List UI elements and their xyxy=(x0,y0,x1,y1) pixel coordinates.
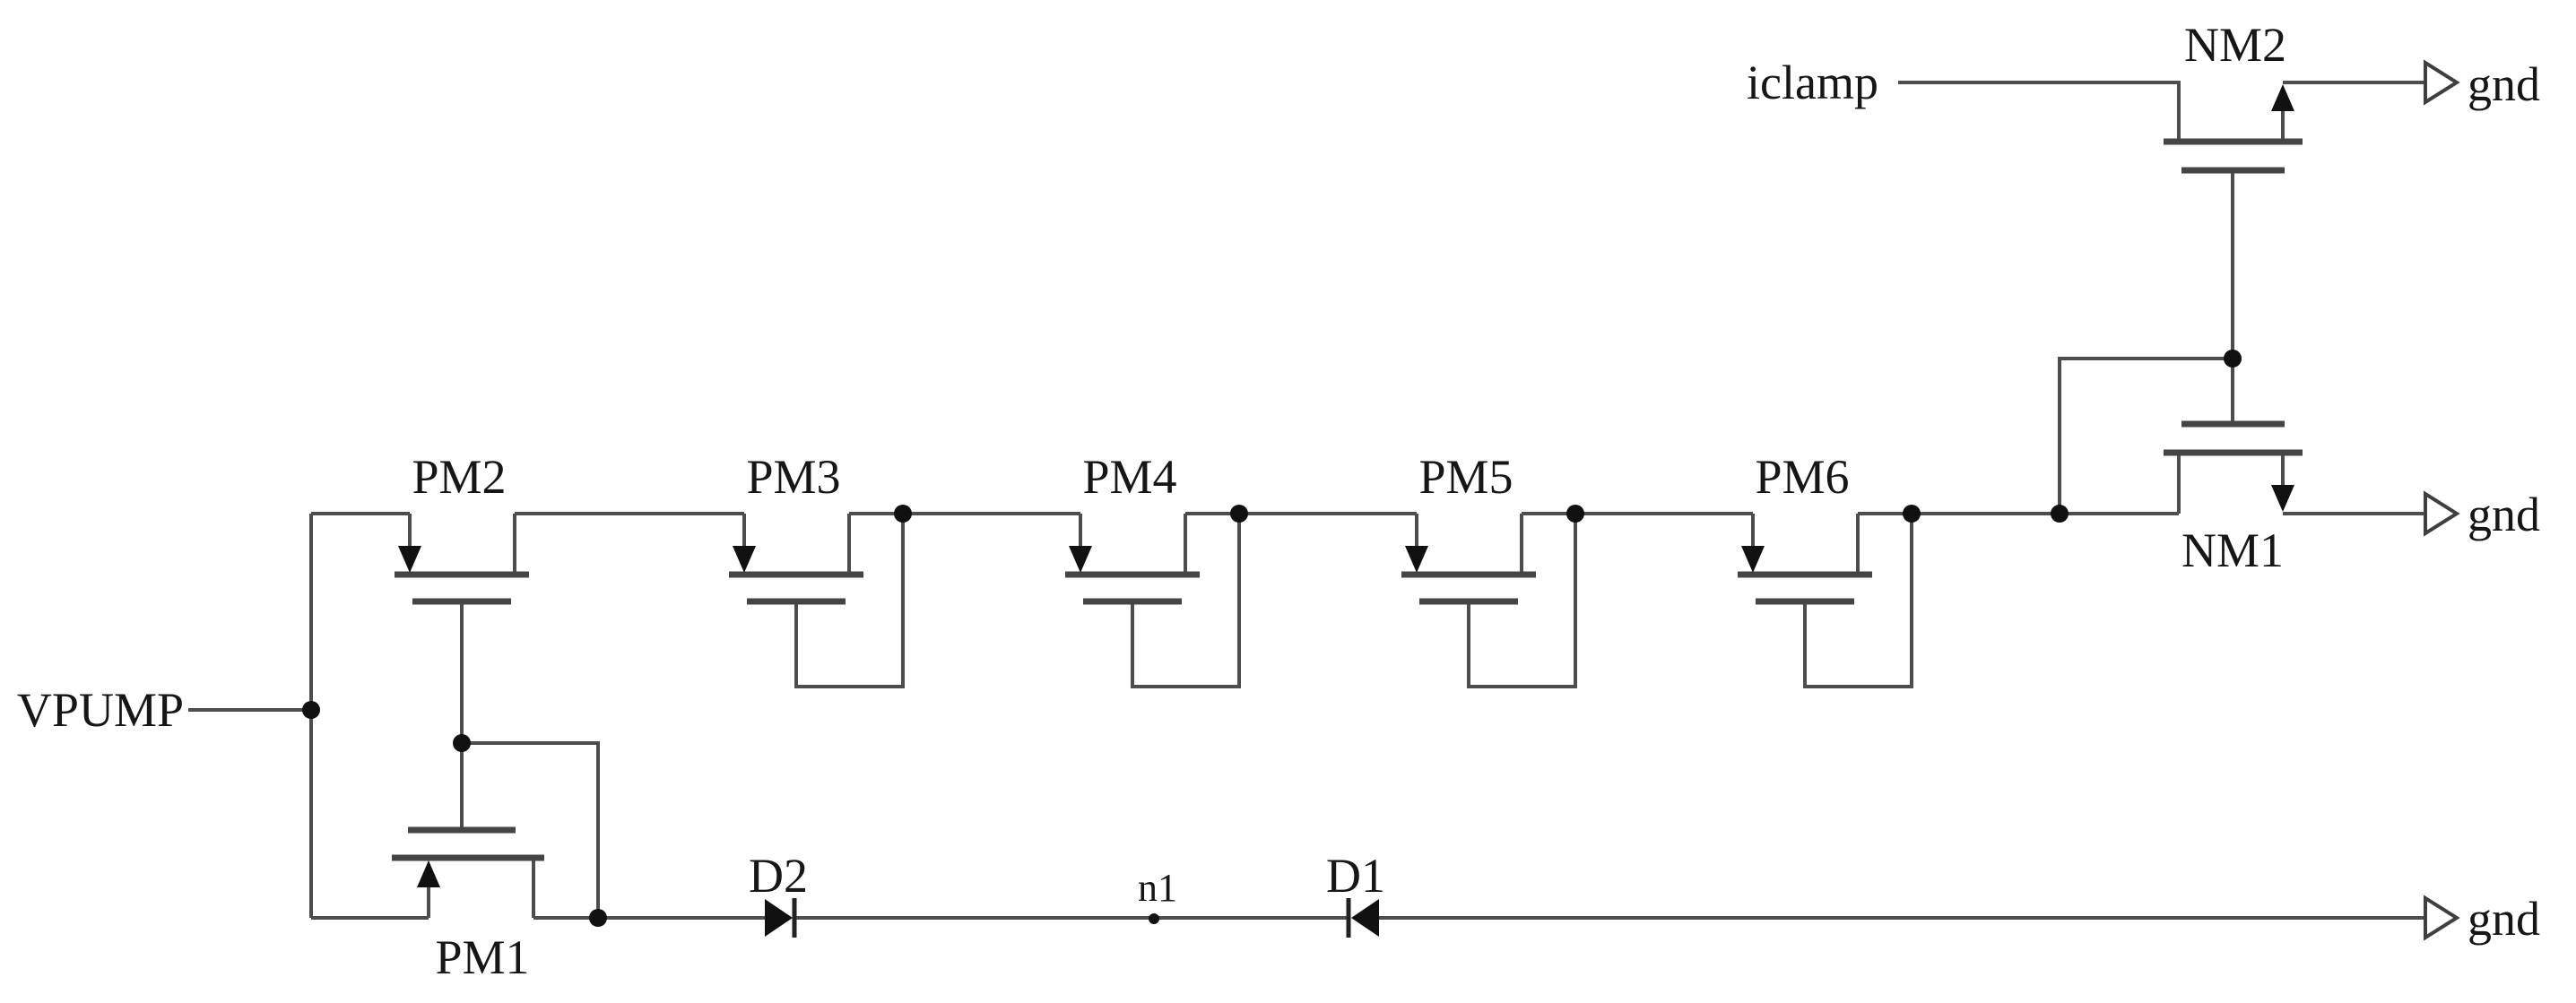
junction-pm2-gate xyxy=(453,734,471,752)
junction-dots xyxy=(302,350,2242,927)
label-pm5: PM5 xyxy=(1418,450,1513,504)
pm5-bars xyxy=(1401,571,1536,605)
label-d1: D1 xyxy=(1326,849,1385,903)
label-pm4: PM4 xyxy=(1082,450,1176,504)
label-pm2: PM2 xyxy=(412,450,506,504)
diode-d1 xyxy=(1346,898,1379,938)
pm1-drain-arrow-up xyxy=(417,860,440,887)
d2-anode-triangle xyxy=(765,899,793,937)
junction-pm5 xyxy=(1566,505,1584,523)
nm1-source-arrow-down xyxy=(2271,485,2294,512)
gnd-triangle-mid xyxy=(2424,490,2460,537)
pm4-drain-arrow-down xyxy=(1069,546,1092,573)
label-n1: n1 xyxy=(1138,866,1177,910)
wires xyxy=(188,81,2425,920)
pm4-bars xyxy=(1065,571,1200,605)
diode-d2 xyxy=(765,898,797,938)
junction-vpump xyxy=(302,701,320,719)
pm1-bars xyxy=(392,826,544,861)
junction-pm4 xyxy=(1230,505,1248,523)
junction-nm2-gate xyxy=(2224,350,2242,367)
pm6-drain-arrow-down xyxy=(1741,546,1765,573)
junction-pm6 xyxy=(1903,505,1921,523)
label-d2: D2 xyxy=(749,849,808,903)
label-gnd-bottom: gnd xyxy=(2468,892,2540,946)
junction-pm3 xyxy=(894,505,912,523)
junction-pm1-source xyxy=(589,909,607,927)
wire-top-rail xyxy=(311,512,2179,688)
junction-nm-rail xyxy=(2051,505,2069,523)
gnd-symbol-mid xyxy=(2424,490,2460,537)
pm6-bars xyxy=(1738,571,1872,605)
label-gnd-top: gnd xyxy=(2468,57,2540,111)
nm1-bars xyxy=(2164,420,2303,456)
mosfet-arrows xyxy=(398,84,2294,887)
label-pm3: PM3 xyxy=(746,450,840,504)
label-pm6: PM6 xyxy=(1755,450,1849,504)
labels: VPUMP iclamp gnd gnd gnd NM2 NM1 PM2 PM3… xyxy=(17,18,2540,984)
label-iclamp: iclamp xyxy=(1747,56,1878,109)
mosfet-bars xyxy=(392,138,2303,861)
label-nm2: NM2 xyxy=(2184,18,2286,72)
label-vpump: VPUMP xyxy=(17,683,184,737)
gnd-triangle-top xyxy=(2424,59,2460,106)
label-nm1: NM1 xyxy=(2181,523,2284,577)
nm2-source-arrow-up xyxy=(2271,84,2294,111)
pm3-bars xyxy=(729,571,863,605)
pm2-drain-arrow-down xyxy=(398,546,421,573)
d1-anode-triangle xyxy=(1351,899,1379,937)
pm5-drain-arrow-down xyxy=(1405,546,1428,573)
nm2-bars xyxy=(2164,138,2303,174)
wire-top-block xyxy=(1898,81,2425,515)
node-n1-dot xyxy=(1149,913,1159,924)
label-gnd-mid: gnd xyxy=(2468,488,2540,541)
gnd-triangle-bottom xyxy=(2424,895,2460,941)
gnd-symbol-top xyxy=(2424,59,2460,106)
label-pm1: PM1 xyxy=(435,930,529,984)
pm3-drain-arrow-down xyxy=(733,546,756,573)
pm2-bars xyxy=(395,571,529,605)
gnd-symbol-bottom xyxy=(2424,895,2460,941)
